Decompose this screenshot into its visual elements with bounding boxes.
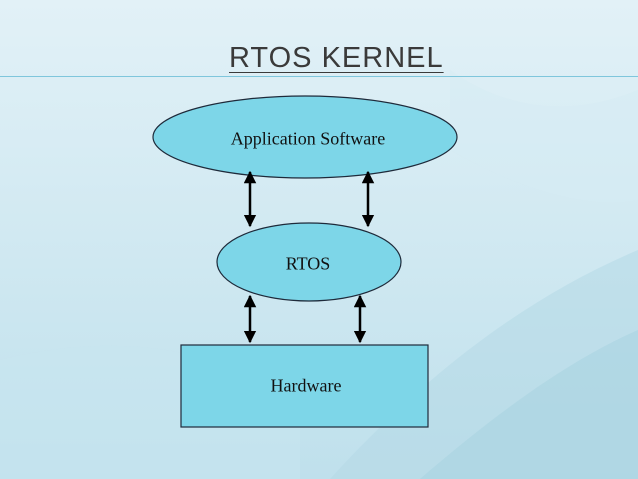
slide-title: RTOS KERNEL [229, 42, 444, 74]
node-application-software [152, 95, 458, 179]
node-label-rtos: RTOS [285, 253, 331, 274]
title-underline-rule [0, 76, 638, 77]
node-label-application-software: Application Software [230, 128, 386, 149]
node-label-hardware: Hardware [270, 375, 342, 396]
node-rtos [216, 222, 402, 302]
node-hardware [180, 344, 429, 428]
